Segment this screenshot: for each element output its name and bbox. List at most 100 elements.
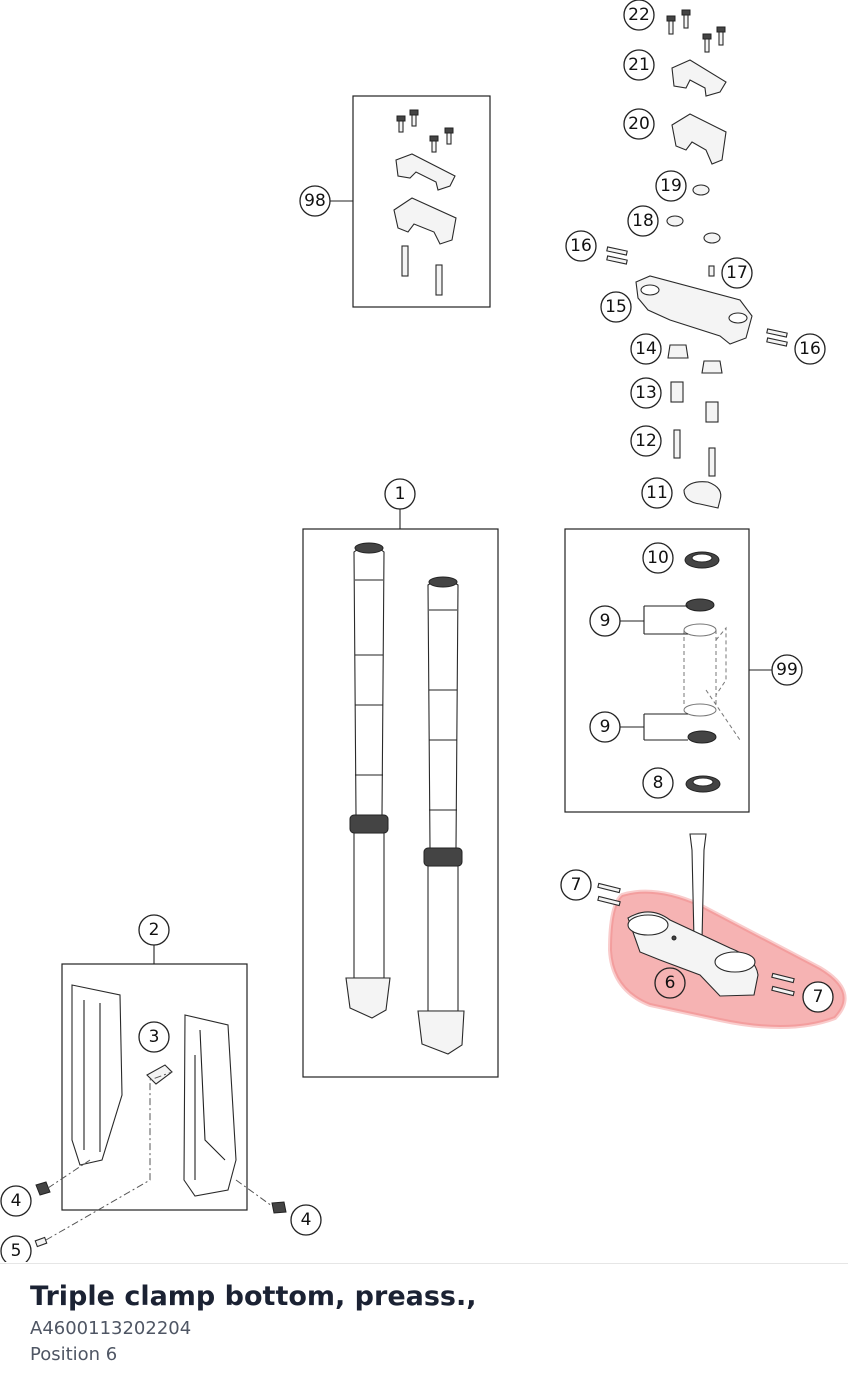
screws-7-left: [597, 882, 621, 907]
svg-text:4: 4: [301, 1210, 312, 1230]
svg-text:14: 14: [635, 339, 657, 359]
bearing-9-top: [685, 598, 715, 612]
bracket-9-bottom: [620, 713, 688, 741]
callout-9-top[interactable]: 9: [589, 605, 621, 637]
svg-text:21: 21: [628, 55, 650, 75]
callout-10[interactable]: 10: [642, 542, 674, 574]
svg-text:5: 5: [11, 1241, 22, 1261]
callout-4-left[interactable]: 4: [0, 1185, 32, 1217]
svg-text:98: 98: [304, 191, 326, 211]
callout-14[interactable]: 14: [630, 333, 662, 365]
clip-3: [146, 1064, 173, 1085]
callout-9-bottom[interactable]: 9: [589, 711, 621, 743]
fork-guard-left: [71, 984, 123, 1166]
kit-98-bolt-b: [435, 264, 443, 296]
exploded-parts-diagram: 22 21 20 19 18 16 17 15 16 14 13 12 11 9…: [0, 0, 847, 1262]
seal-10-inner: [691, 553, 713, 563]
sleeve-13b: [705, 401, 719, 423]
callout-12[interactable]: 12: [630, 425, 662, 457]
triple-clamp-top-15: [635, 275, 753, 345]
svg-text:18: 18: [632, 211, 654, 231]
fork-leg-right: [417, 576, 465, 1055]
callout-3[interactable]: 3: [138, 1021, 170, 1053]
part-position: Position 6: [30, 1344, 118, 1365]
callout-16-right[interactable]: 16: [794, 333, 826, 365]
bushing-18b: [703, 232, 721, 244]
clamp-15-hole-right: [728, 312, 748, 324]
callout-5[interactable]: 5: [0, 1235, 32, 1262]
callout-13[interactable]: 13: [630, 377, 662, 409]
callout-22[interactable]: 22: [623, 0, 655, 31]
sleeve-13a: [670, 381, 684, 403]
callout-21[interactable]: 21: [623, 49, 655, 81]
svg-text:7: 7: [571, 875, 582, 895]
screw-17: [708, 265, 715, 277]
assembly-line-4-left: [47, 1159, 91, 1189]
svg-text:3: 3: [149, 1027, 160, 1047]
pin-12a: [673, 429, 681, 459]
bearing-9-bottom: [687, 730, 717, 744]
callout-7-left[interactable]: 7: [560, 869, 592, 901]
bearing-9-top-ring: [683, 623, 717, 637]
callout-7-right[interactable]: 7: [802, 981, 834, 1013]
svg-text:4: 4: [11, 1191, 22, 1211]
svg-text:1: 1: [395, 484, 406, 504]
bracket-9-top: [620, 605, 688, 635]
svg-text:2: 2: [149, 920, 160, 940]
part-name: Triple clamp bottom, preass.,: [30, 1281, 477, 1312]
screw-4-left: [35, 1181, 51, 1196]
callout-11[interactable]: 11: [641, 477, 673, 509]
bushing-18a: [666, 215, 684, 227]
svg-text:11: 11: [646, 483, 668, 503]
assembly-line-4-right: [235, 1179, 273, 1207]
svg-text:16: 16: [799, 339, 821, 359]
svg-text:99: 99: [776, 660, 798, 680]
steering-head-outline: [683, 626, 741, 741]
triple-clamp-bottom-6: [627, 833, 759, 997]
fork-guard-right: [183, 1014, 237, 1197]
part-number: A4600113202204: [30, 1318, 192, 1339]
callout-4-right[interactable]: 4: [290, 1204, 322, 1236]
kit-98-screws: [396, 109, 454, 153]
svg-text:9: 9: [600, 717, 611, 737]
screw-4-right: [271, 1201, 287, 1214]
svg-text:6: 6: [665, 973, 676, 993]
callout-17[interactable]: 17: [721, 257, 753, 289]
screws-7-right: [771, 972, 795, 997]
screws-16-right: [766, 328, 788, 347]
callout-6[interactable]: 6: [654, 967, 686, 999]
cap-14b: [701, 360, 723, 374]
callout-19[interactable]: 19: [655, 170, 687, 202]
pin-12b: [708, 447, 716, 477]
clamp-21: [671, 59, 727, 97]
callout-98[interactable]: 98: [299, 185, 331, 217]
callout-2[interactable]: 2: [138, 914, 170, 946]
fork-leg-left: [345, 542, 391, 1019]
svg-text:8: 8: [653, 773, 664, 793]
svg-text:15: 15: [605, 297, 627, 317]
clip-11: [683, 481, 722, 509]
svg-text:20: 20: [628, 114, 650, 134]
svg-text:16: 16: [570, 236, 592, 256]
part-info-panel: Triple clamp bottom, preass., A460011320…: [30, 1278, 830, 1368]
svg-text:13: 13: [635, 383, 657, 403]
seal-8-inner: [692, 777, 714, 787]
callout-99[interactable]: 99: [771, 654, 803, 686]
svg-text:17: 17: [726, 263, 748, 283]
kit-98-bolt-a: [401, 245, 409, 277]
callout-18[interactable]: 18: [627, 205, 659, 237]
screw-5: [34, 1236, 48, 1248]
svg-text:19: 19: [660, 176, 682, 196]
screws-22: [666, 9, 726, 53]
callout-20[interactable]: 20: [623, 108, 655, 140]
callout-8[interactable]: 8: [642, 767, 674, 799]
svg-text:10: 10: [647, 548, 669, 568]
callout-15[interactable]: 15: [600, 291, 632, 323]
fork-1-frame: [302, 528, 499, 1078]
bearing-9-bottom-ring: [683, 703, 717, 717]
clamp-15-hole-left: [640, 284, 660, 296]
kit-98-support: [393, 197, 457, 245]
callout-1[interactable]: 1: [384, 478, 416, 510]
callout-16-left[interactable]: 16: [565, 230, 597, 262]
svg-text:22: 22: [628, 5, 650, 25]
